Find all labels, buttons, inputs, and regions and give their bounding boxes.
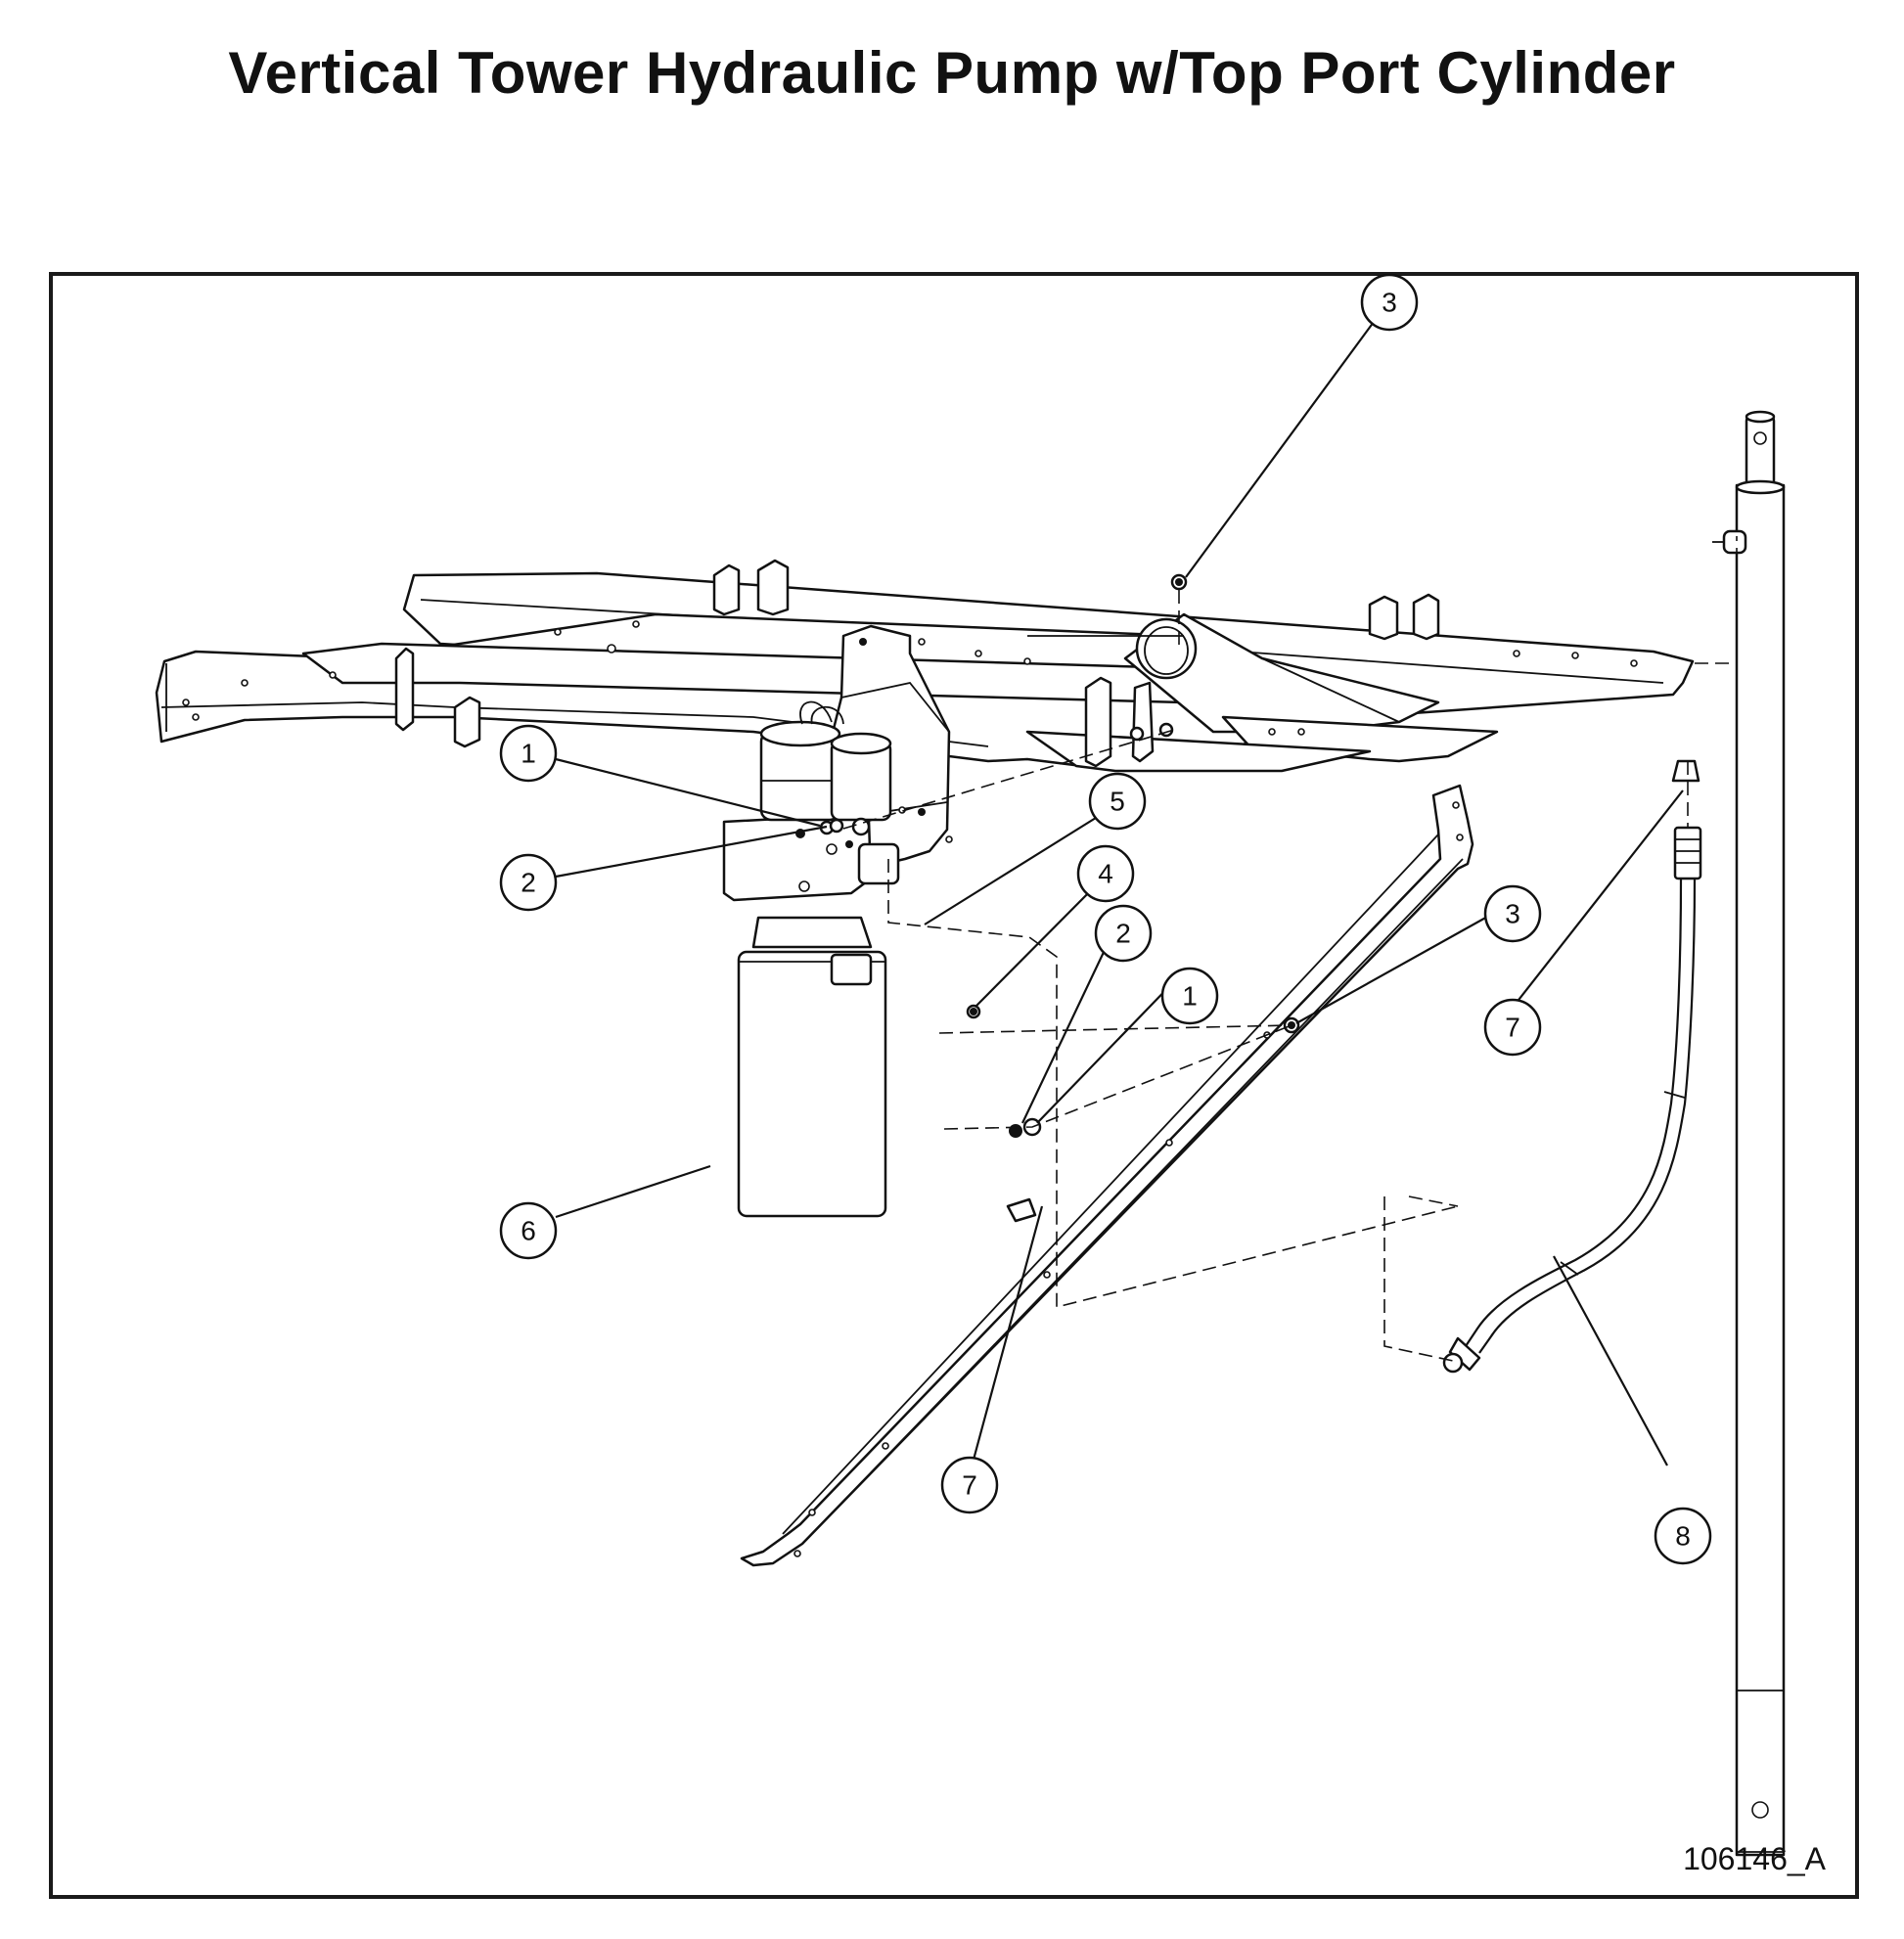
callout-label: 4 — [1098, 859, 1113, 889]
callout-label: 2 — [521, 868, 536, 898]
callout-label: 2 — [1115, 919, 1131, 949]
hydraulic-cylinder — [1712, 410, 1786, 1857]
hydraulic-pump-reservoir — [722, 700, 900, 1218]
drawing-number: 106146_A — [1683, 1841, 1826, 1876]
callout-7-right: 7 — [1483, 998, 1542, 1057]
callout-4: 4 — [1076, 844, 1135, 903]
callout-label: 6 — [521, 1216, 536, 1246]
callout-label: 1 — [1182, 981, 1198, 1012]
callout-3-lower: 3 — [1483, 884, 1542, 943]
callout-label: 1 — [521, 739, 536, 769]
callout-label: 7 — [962, 1470, 977, 1501]
upper-frame-assembly — [155, 559, 1695, 773]
callout-label: 3 — [1505, 899, 1520, 929]
callout-1-upper: 1 — [499, 724, 558, 783]
diagonal-support-brace — [740, 784, 1474, 1567]
assembly-dashed-lines — [842, 536, 1738, 1362]
callout-7-lower: 7 — [940, 1456, 999, 1514]
diagram-title: Vertical Tower Hydraulic Pump w/Top Port… — [228, 40, 1676, 106]
callout-label: 3 — [1382, 288, 1397, 318]
callout-3-upper: 3 — [1360, 273, 1419, 332]
exploded-assembly-diagram: 1 2 3 4 5 2 1 3 7 6 7 8 — [155, 273, 1786, 1857]
callout-2-upper: 2 — [499, 853, 558, 912]
callout-1-lower: 1 — [1160, 967, 1219, 1025]
callout-6: 6 — [499, 1201, 558, 1260]
hydraulic-hose — [1442, 826, 1702, 1374]
callout-2-lower: 2 — [1094, 904, 1153, 963]
callout-label: 5 — [1110, 787, 1125, 817]
callout-8: 8 — [1654, 1507, 1712, 1565]
callout-5: 5 — [1088, 772, 1147, 831]
drawing-frame — [49, 272, 1859, 1899]
callout-label: 7 — [1505, 1013, 1520, 1043]
callout-label: 8 — [1675, 1521, 1691, 1552]
